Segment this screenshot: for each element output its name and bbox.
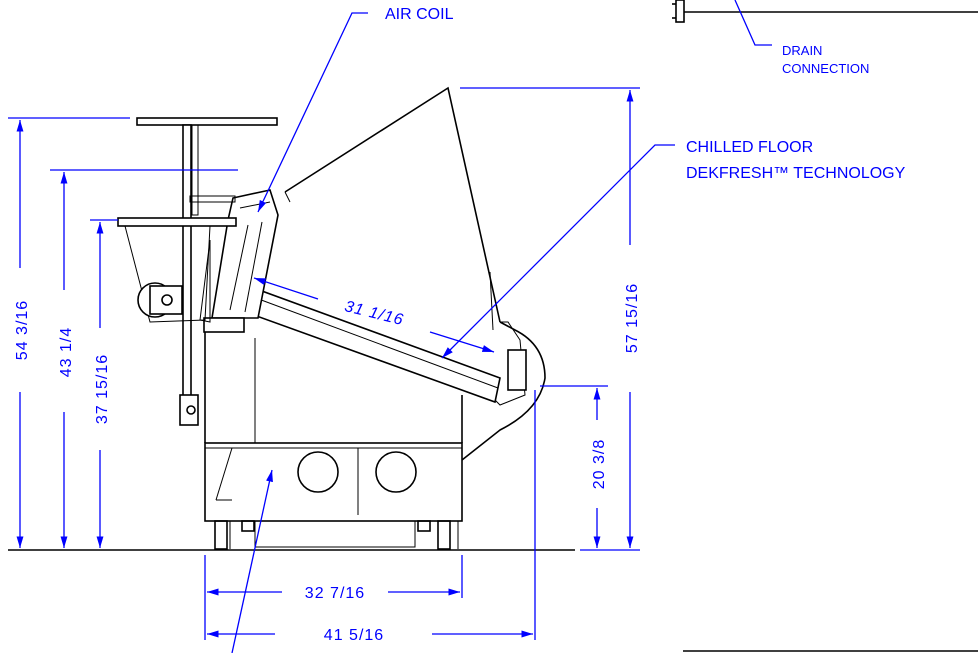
dim-label-54: 54 3/16 (14, 300, 31, 360)
drain-label-line1: DRAIN (782, 43, 822, 58)
dim-label-32: 32 7/16 (305, 585, 365, 602)
chilled-floor-callout: CHILLED FLOOR DEKFRESH™ TECHNOLOGY (441, 139, 906, 359)
dim-overall-height-glass: 57 15/16 (460, 87, 641, 551)
air-coil-label: AIR COIL (385, 6, 454, 23)
dim-label-57: 57 15/16 (624, 283, 641, 353)
base-leader (231, 469, 273, 653)
dim-overall-depth: 41 5/16 (207, 390, 536, 644)
dim-label-37: 37 15/16 (94, 354, 111, 424)
drain-callout: DRAIN CONNECTION (734, 0, 869, 76)
dim-overall-height-shelf: 54 3/16 (8, 117, 130, 548)
chilled-floor-label-line2: DEKFRESH™ TECHNOLOGY (686, 165, 906, 182)
dim-label-20: 20 3/8 (591, 439, 608, 489)
chilled-floor-label-line1: CHILLED FLOOR (686, 139, 813, 156)
air-coil-callout: AIR COIL (257, 6, 454, 213)
dim-mid-shelf-height: 43 1/4 (50, 169, 238, 548)
dim-base-width: 32 7/16 (204, 555, 463, 640)
shelf-assembly (117, 117, 278, 426)
drain-fitting (672, 0, 978, 23)
dim-low-shelf-height: 37 15/16 (90, 219, 118, 548)
drain-label-line2: CONNECTION (782, 61, 869, 76)
dim-front-height: 20 3/8 (540, 385, 608, 548)
dim-label-41: 41 5/16 (324, 627, 384, 644)
dim-label-43: 43 1/4 (58, 327, 75, 377)
